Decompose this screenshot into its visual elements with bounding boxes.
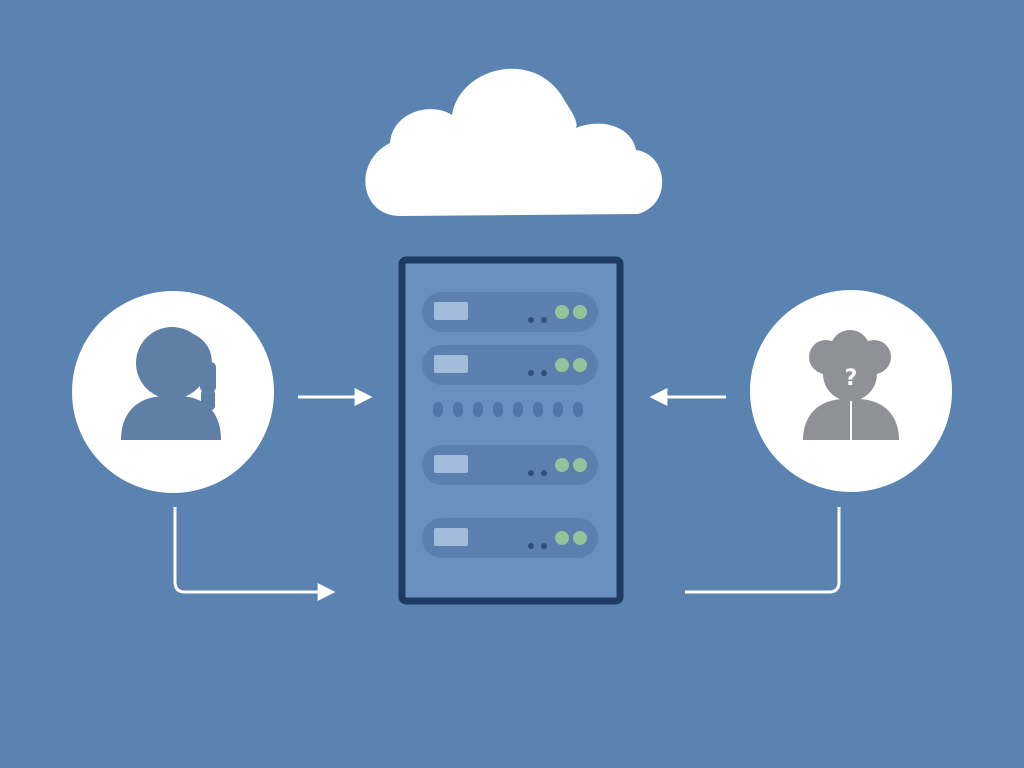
server-drive-slot [434, 302, 468, 320]
server-vent-dot [533, 402, 543, 417]
server-vent-dot [493, 402, 503, 417]
user-head [823, 347, 877, 401]
server-vent-dot [513, 402, 523, 417]
agent-head [136, 327, 208, 399]
server-vent-dot [433, 402, 443, 417]
server-led [555, 358, 569, 372]
server-led [573, 531, 587, 545]
server-status-dot [541, 470, 547, 476]
server-rack-icon [398, 256, 624, 605]
server-unit [422, 445, 598, 485]
server-vent-dot [453, 402, 463, 417]
server-units [422, 292, 598, 558]
server-led [555, 531, 569, 545]
cloud-shape [365, 68, 663, 216]
server-status-dot [528, 317, 534, 323]
server-drive-slot [434, 355, 468, 373]
confused-user-node: ? [750, 290, 952, 492]
server-vent-dot [553, 402, 563, 417]
server-led [573, 358, 587, 372]
server-unit [422, 518, 598, 558]
server-status-dot [528, 543, 534, 549]
server-status-dot [528, 470, 534, 476]
server-vent-dot [573, 402, 583, 417]
server-unit [422, 345, 598, 385]
headset-mic [201, 390, 215, 410]
server-drive-slot [434, 528, 468, 546]
cloud-icon [365, 68, 663, 216]
connector-agent-bottom [173, 507, 336, 601]
server-led [573, 305, 587, 319]
server-vent-row [433, 402, 583, 417]
server-led [555, 305, 569, 319]
server-drive-slot [434, 455, 468, 473]
headset-earpiece [200, 362, 216, 392]
server-unit [422, 292, 598, 332]
server-led [573, 458, 587, 472]
server-led [555, 458, 569, 472]
server-status-dot [541, 317, 547, 323]
server-status-dot [541, 543, 547, 549]
headset-agent-icon [121, 327, 221, 440]
agent-body [121, 396, 221, 440]
connector-user-bottom [685, 507, 841, 594]
server-vent-dot [473, 402, 483, 417]
server-status-dot [528, 370, 534, 376]
question-mark-label: ? [845, 366, 858, 391]
server-status-dot [541, 370, 547, 376]
confused-user-icon [803, 330, 899, 440]
support-agent-node [72, 291, 274, 493]
